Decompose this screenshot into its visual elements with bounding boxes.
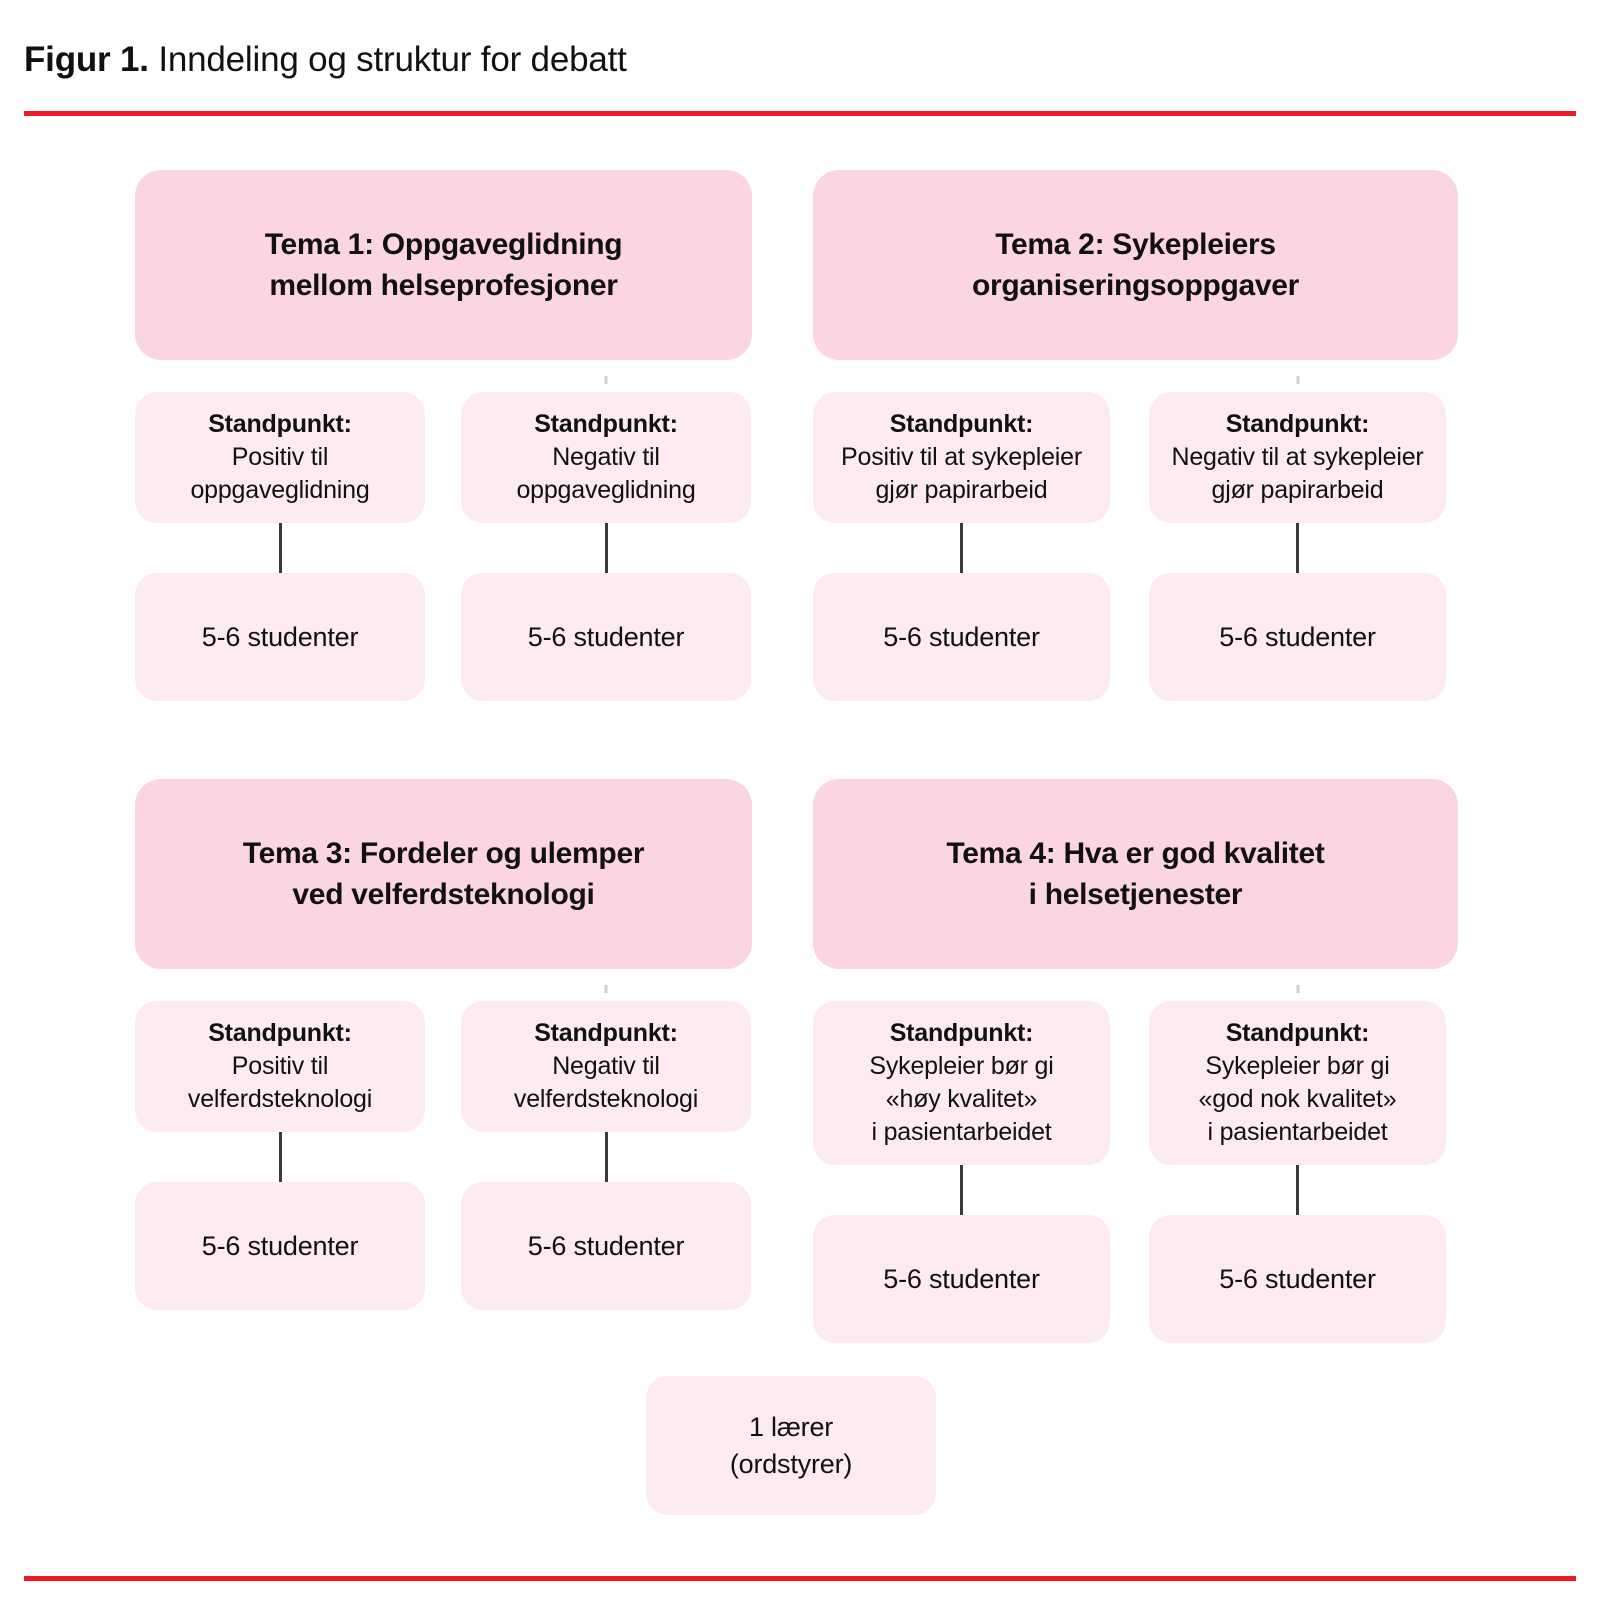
studenter-box-1-2: 5-6 studenter bbox=[461, 573, 751, 701]
connector-line-4-2 bbox=[1296, 1165, 1299, 1215]
studenter-text-3-2: 5-6 studenter bbox=[527, 1231, 685, 1261]
tema-group-2: Tema 2: Sykepleiers organiseringsoppgave… bbox=[813, 170, 1458, 701]
tema-group-3: Tema 3: Fordeler og ulemper ved velferds… bbox=[135, 779, 780, 1310]
standpunkt-label-1-1: Standpunkt: bbox=[208, 410, 352, 438]
figure-label: Figur 1. bbox=[24, 40, 149, 79]
standpunkt-box-2-1: Standpunkt: Positiv til at sykepleier gj… bbox=[813, 392, 1110, 523]
standpunkt-label-4-1: Standpunkt: bbox=[889, 1019, 1034, 1047]
studenter-text-4-1: 5-6 studenter bbox=[883, 1264, 1040, 1294]
standpunkt-text-4-2: Sykepleier bør gi «god nok kvalitet» i p… bbox=[1198, 1052, 1397, 1146]
branch-3-1: Standpunkt: Positiv til velferdsteknolog… bbox=[135, 1001, 425, 1310]
branch-row-2: Standpunkt: Positiv til at sykepleier gj… bbox=[813, 376, 1458, 701]
standpunkt-box-3-1: Standpunkt: Positiv til velferdsteknolog… bbox=[135, 1001, 425, 1132]
tema-header-box-1: Tema 1: Oppgaveglidning mellom helseprof… bbox=[135, 170, 752, 360]
branch-row-4: Standpunkt: Sykepleier bør gi «høy kvali… bbox=[813, 985, 1458, 1343]
standpunkt-text-1-2: Negativ til oppgaveglidning bbox=[516, 443, 696, 504]
connector-line-1-1 bbox=[278, 523, 282, 573]
studenter-text-1-2: 5-6 studenter bbox=[527, 622, 685, 652]
standpunkt-label-2-1: Standpunkt: bbox=[889, 410, 1034, 438]
connector-line-4-1 bbox=[960, 1165, 963, 1215]
standpunkt-text-1-1: Positiv til oppgaveglidning bbox=[190, 443, 370, 504]
studenter-box-3-2: 5-6 studenter bbox=[461, 1182, 751, 1310]
studenter-box-2-1: 5-6 studenter bbox=[813, 573, 1110, 701]
standpunkt-box-1-2: Standpunkt: Negativ til oppgaveglidning bbox=[461, 392, 751, 523]
tema-group-1: Tema 1: Oppgaveglidning mellom helseprof… bbox=[135, 170, 780, 701]
tick-mark-icon-4-2 bbox=[1296, 985, 1299, 993]
branch-4-1: Standpunkt: Sykepleier bør gi «høy kvali… bbox=[813, 1001, 1110, 1343]
tema-group-4: Tema 4: Hva er god kvalitet i helsetjene… bbox=[813, 779, 1458, 1343]
tick-mark-icon-1-2 bbox=[604, 376, 608, 384]
standpunkt-label-4-2: Standpunkt: bbox=[1225, 1019, 1370, 1047]
studenter-text-2-1: 5-6 studenter bbox=[883, 622, 1040, 652]
standpunkt-label-3-2: Standpunkt: bbox=[534, 1019, 678, 1047]
connector-line-2-2 bbox=[1296, 523, 1299, 573]
studenter-text-4-2: 5-6 studenter bbox=[1219, 1264, 1376, 1294]
branch-3-2: Standpunkt: Negativ til velferdsteknolog… bbox=[461, 985, 751, 1310]
branch-row-1: Standpunkt: Positiv til oppgaveglidning … bbox=[135, 376, 780, 701]
studenter-box-1-1: 5-6 studenter bbox=[135, 573, 425, 701]
tema-header-box-4: Tema 4: Hva er god kvalitet i helsetjene… bbox=[813, 779, 1458, 969]
studenter-box-4-1: 5-6 studenter bbox=[813, 1215, 1110, 1343]
branch-1-1: Standpunkt: Positiv til oppgaveglidning … bbox=[135, 392, 425, 701]
figure-caption: Figur 1. Inndeling og struktur for debat… bbox=[24, 38, 627, 82]
studenter-box-3-1: 5-6 studenter bbox=[135, 1182, 425, 1310]
branch-4-2: Standpunkt: Sykepleier bør gi «god nok k… bbox=[1149, 985, 1446, 1343]
tema-heading-2: Tema 2: Sykepleiers organiseringsoppgave… bbox=[971, 228, 1300, 302]
tick-mark-icon-3-2 bbox=[604, 985, 608, 993]
top-divider-rule bbox=[24, 111, 1576, 116]
connector-line-2-1 bbox=[960, 523, 963, 573]
standpunkt-text-2-2: Negativ til at sykepleier gjør papirarbe… bbox=[1171, 443, 1424, 504]
tema-heading-3: Tema 3: Fordeler og ulemper ved velferds… bbox=[242, 837, 645, 911]
moderator-text: 1 lærer (ordstyrer) bbox=[729, 1411, 853, 1479]
studenter-text-3-1: 5-6 studenter bbox=[201, 1231, 359, 1261]
standpunkt-text-2-1: Positiv til at sykepleier gjør papirarbe… bbox=[841, 443, 1082, 504]
standpunkt-box-4-2: Standpunkt: Sykepleier bør gi «god nok k… bbox=[1149, 1001, 1446, 1165]
standpunkt-label-2-2: Standpunkt: bbox=[1225, 410, 1370, 438]
bottom-divider-rule bbox=[24, 1576, 1576, 1581]
connector-line-3-1 bbox=[278, 1132, 282, 1182]
standpunkt-box-2-2: Standpunkt: Negativ til at sykepleier gj… bbox=[1149, 392, 1446, 523]
standpunkt-box-1-1: Standpunkt: Positiv til oppgaveglidning bbox=[135, 392, 425, 523]
studenter-box-2-2: 5-6 studenter bbox=[1149, 573, 1446, 701]
standpunkt-text-4-1: Sykepleier bør gi «høy kvalitet» i pasie… bbox=[869, 1052, 1054, 1146]
tema-header-box-3: Tema 3: Fordeler og ulemper ved velferds… bbox=[135, 779, 752, 969]
figure-title: Inndeling og struktur for debatt bbox=[158, 40, 627, 79]
studenter-text-2-2: 5-6 studenter bbox=[1219, 622, 1376, 652]
tema-heading-1: Tema 1: Oppgaveglidning mellom helseprof… bbox=[264, 228, 623, 302]
branch-row-3: Standpunkt: Positiv til velferdsteknolog… bbox=[135, 985, 780, 1310]
standpunkt-text-3-1: Positiv til velferdsteknologi bbox=[187, 1052, 373, 1113]
branch-2-1: Standpunkt: Positiv til at sykepleier gj… bbox=[813, 392, 1110, 701]
branch-2-2: Standpunkt: Negativ til at sykepleier gj… bbox=[1149, 376, 1446, 701]
studenter-text-1-1: 5-6 studenter bbox=[201, 622, 359, 652]
connector-line-1-2 bbox=[604, 523, 608, 573]
branch-1-2: Standpunkt: Negativ til oppgaveglidning … bbox=[461, 376, 751, 701]
standpunkt-label-3-1: Standpunkt: bbox=[208, 1019, 352, 1047]
standpunkt-label-1-2: Standpunkt: bbox=[534, 410, 678, 438]
standpunkt-text-3-2: Negativ til velferdsteknologi bbox=[513, 1052, 699, 1113]
studenter-box-4-2: 5-6 studenter bbox=[1149, 1215, 1446, 1343]
tema-heading-4: Tema 4: Hva er god kvalitet i helsetjene… bbox=[946, 837, 1325, 911]
moderator-box: 1 lærer (ordstyrer) bbox=[646, 1376, 936, 1515]
connector-line-3-2 bbox=[604, 1132, 608, 1182]
tick-mark-icon-2-2 bbox=[1296, 376, 1299, 384]
tema-header-box-2: Tema 2: Sykepleiers organiseringsoppgave… bbox=[813, 170, 1458, 360]
standpunkt-box-3-2: Standpunkt: Negativ til velferdsteknolog… bbox=[461, 1001, 751, 1132]
standpunkt-box-4-1: Standpunkt: Sykepleier bør gi «høy kvali… bbox=[813, 1001, 1110, 1165]
